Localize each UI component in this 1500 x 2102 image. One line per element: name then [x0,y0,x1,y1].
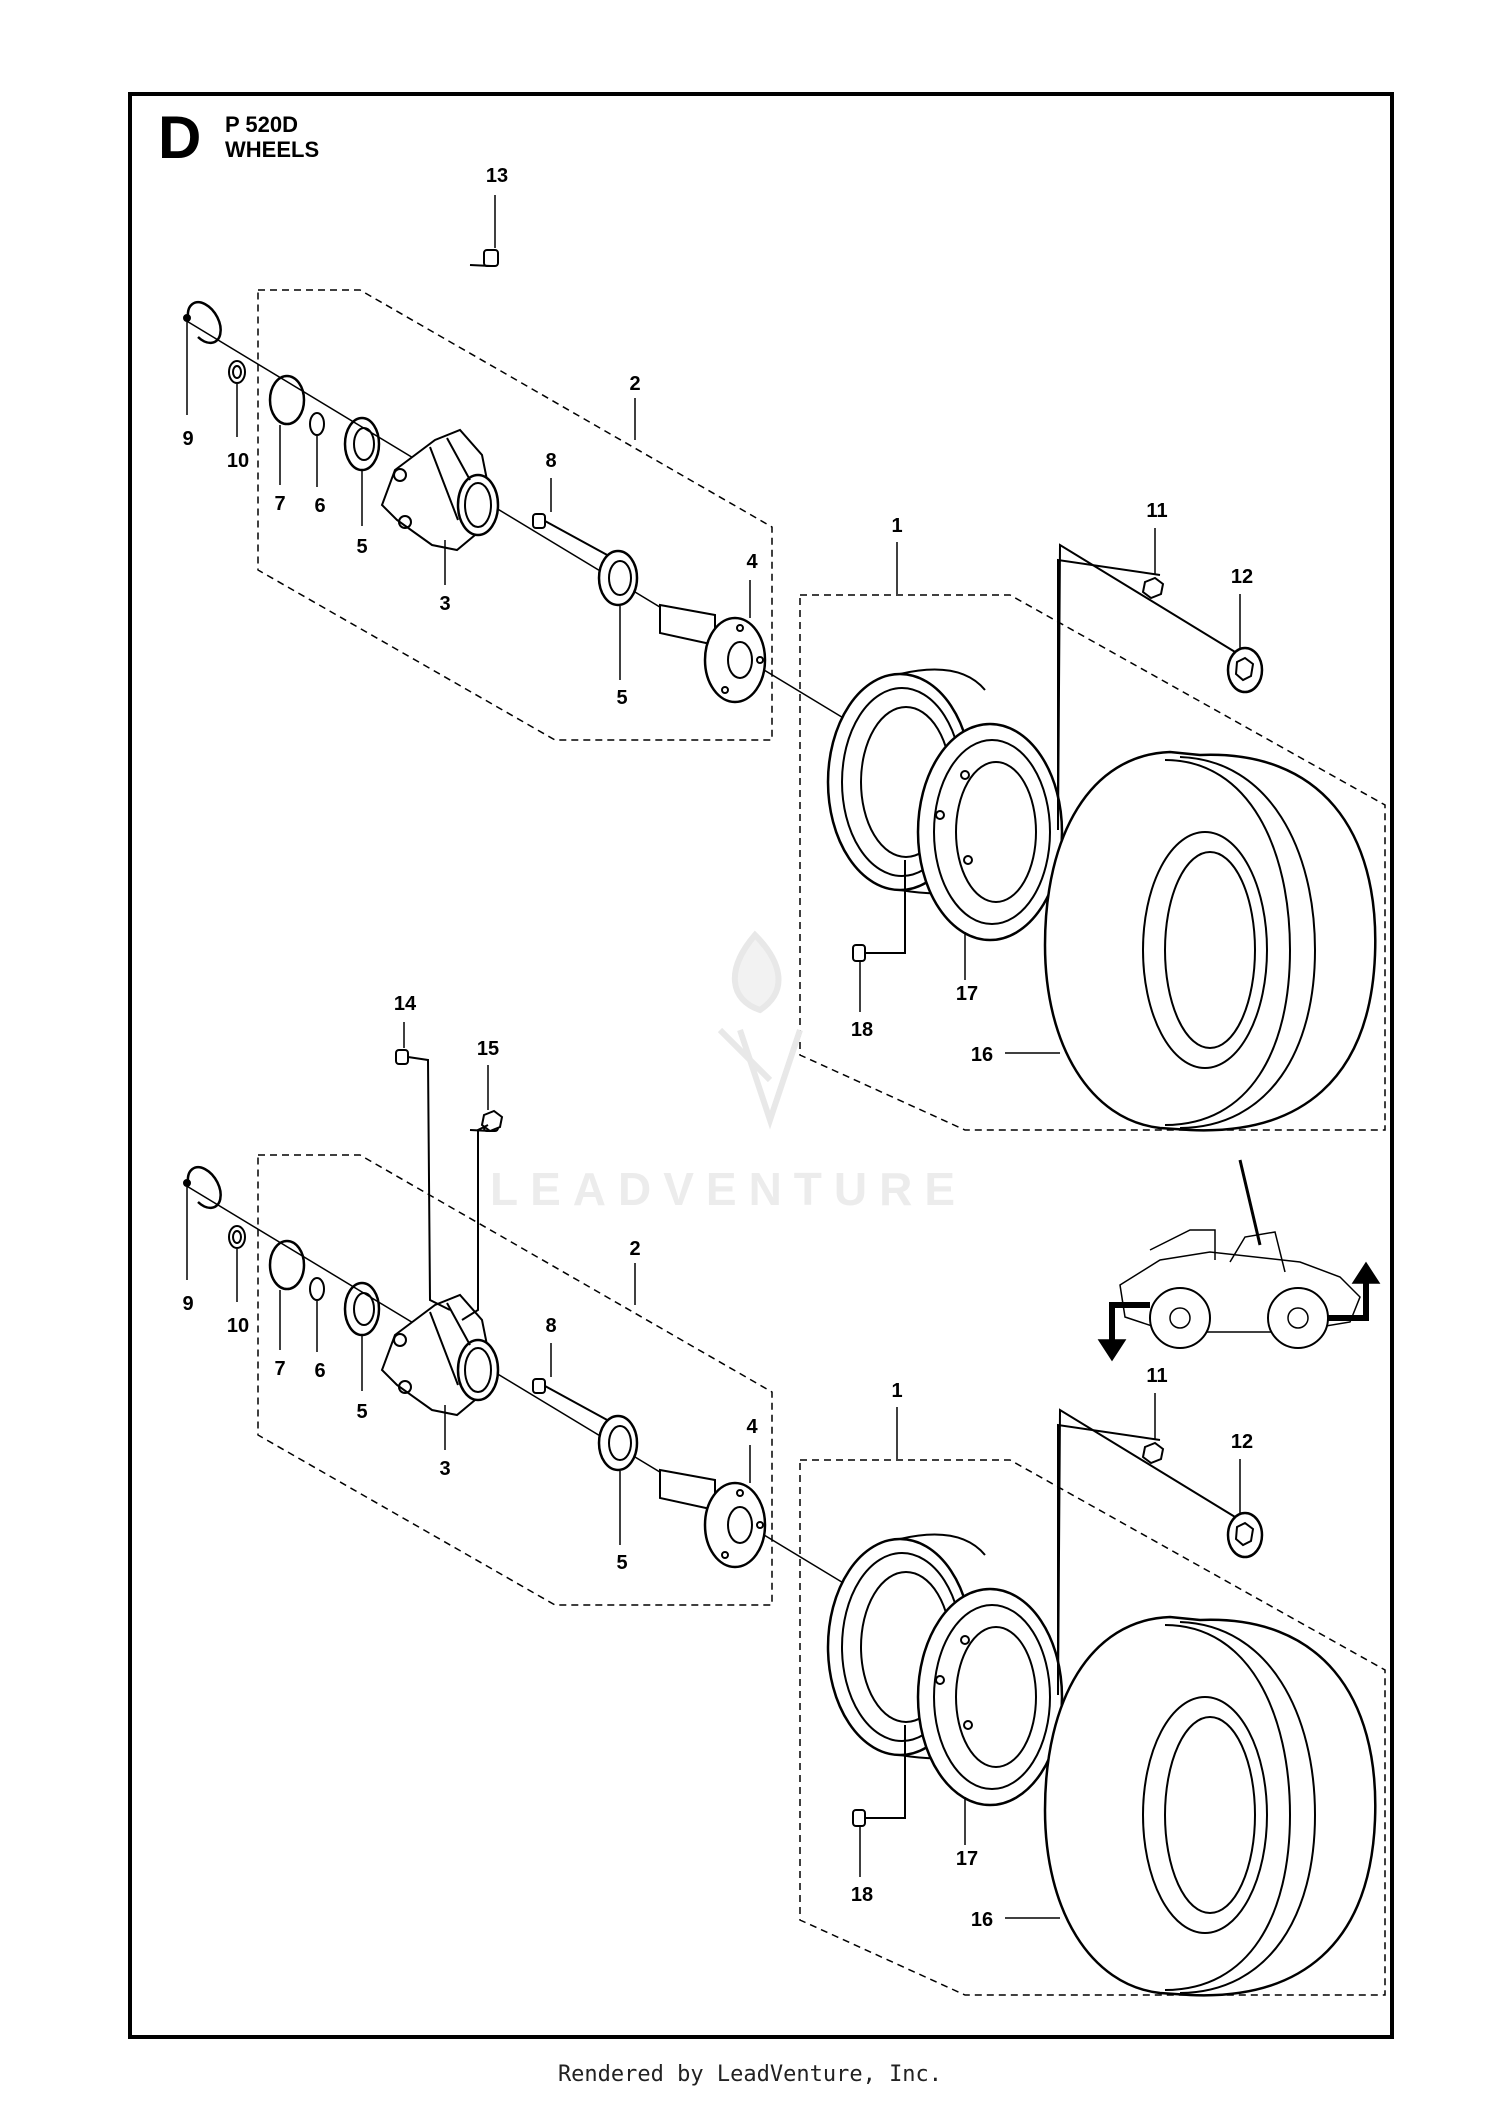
callout-11-lower: 11 [1146,1365,1167,1387]
diagram-frame [128,92,1394,2039]
model-name: P 520D [225,112,298,137]
callout-12-upper: 12 [1231,566,1253,588]
callout-7-lower: 7 [274,1358,285,1380]
callout-9-upper: 9 [182,428,193,450]
callout-5b-upper: 5 [616,687,627,709]
callout-3-upper: 3 [439,593,450,615]
callout-18-upper: 18 [851,1019,873,1041]
callout-11-upper: 11 [1146,500,1167,522]
callout-5a-upper: 5 [356,536,367,558]
callout-5b-lower: 5 [616,1552,627,1574]
callout-8-lower: 8 [545,1315,556,1337]
callout-2-lower: 2 [629,1238,640,1260]
callout-5a-lower: 5 [356,1401,367,1423]
callout-3-lower: 3 [439,1458,450,1480]
callout-4-upper: 4 [746,551,758,573]
callout-18-lower: 18 [851,1884,873,1906]
callout-7-upper: 7 [274,493,285,515]
watermark: LEADVENTURE [490,1163,968,1215]
section-letter: D [158,104,202,171]
callout-15-lower: 15 [477,1038,499,1060]
callout-16-lower: 16 [971,1909,993,1931]
callout-16-upper: 16 [971,1044,993,1066]
upper-wheel-assembly: 13 2 9 10 7 6 5 3 8 5 4 1 11 12 17 18 16 [182,165,1387,1132]
watermark-logo [717,930,803,1130]
callout-9-lower: 9 [182,1293,193,1315]
mower-location-thumbnail [1097,1159,1381,1362]
callout-1-lower: 1 [891,1380,902,1402]
callout-1-upper: 1 [891,515,902,537]
callout-6-upper: 6 [314,495,325,517]
callout-14-lower: 14 [394,993,417,1015]
callout-10-upper: 10 [227,450,249,472]
footer-credit: Rendered by LeadVenture, Inc. [557,2062,943,2087]
callout-10-lower: 10 [227,1315,249,1337]
callout-6-lower: 6 [314,1360,325,1382]
callout-17-upper: 17 [956,983,978,1005]
callout-17-lower: 17 [956,1848,978,1870]
callout-12-lower: 12 [1231,1431,1253,1453]
callout-2-upper: 2 [629,373,640,395]
callout-4-lower: 4 [746,1416,758,1438]
lower-wheel-assembly: 14 15 2 9 10 7 6 5 3 8 5 4 1 11 12 17 18… [182,993,1387,1997]
callout-13-upper: 13 [486,165,508,187]
callout-8-upper: 8 [545,450,556,472]
diagram-title: WHEELS [225,137,320,162]
